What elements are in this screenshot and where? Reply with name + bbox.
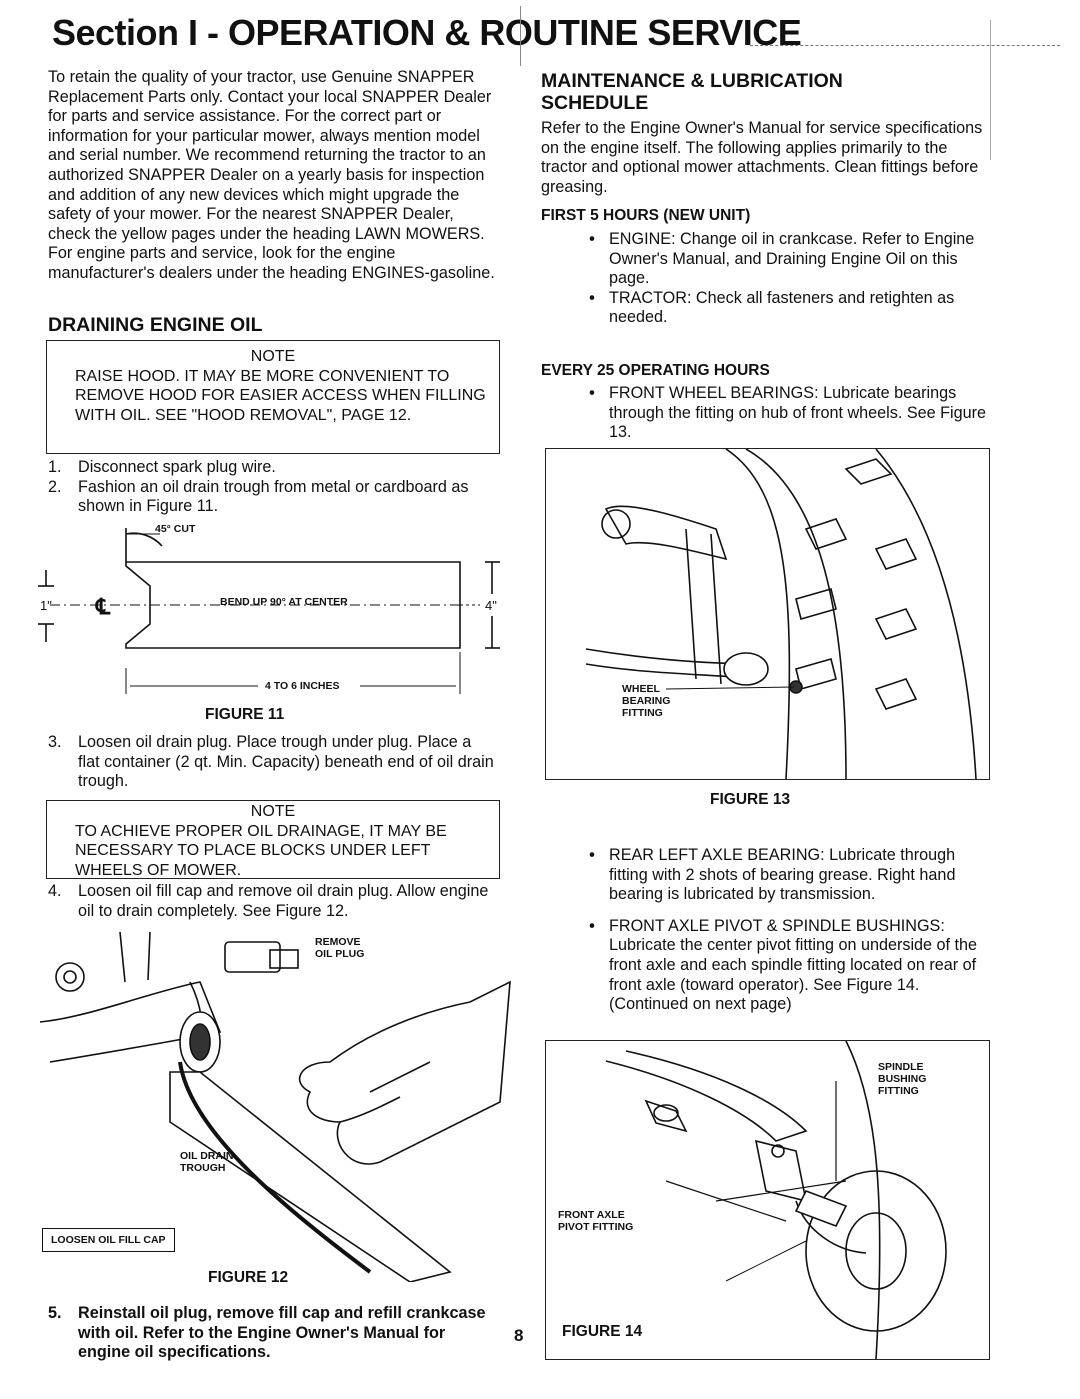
figure-13-caption: FIGURE 13: [710, 791, 791, 808]
list-item-text: TRACTOR: Check all fasteners and retight…: [609, 288, 955, 327]
note-title: NOTE: [250, 803, 296, 820]
step-number: 4.: [48, 882, 62, 900]
list-item: •REAR LEFT AXLE BEARING: Lubricate throu…: [575, 846, 995, 905]
page-number: 8: [514, 1326, 524, 1345]
figure-12-illustration: REMOVE OIL PLUG OIL DRAIN TROUGH LOOSEN …: [30, 922, 520, 1283]
fig13-bearing-label: WHEEL BEARING FITTING: [622, 683, 671, 719]
list-item-text: FRONT WHEEL BEARINGS: Lubricate bearings…: [609, 384, 987, 442]
draining-heading: DRAINING ENGINE OIL: [48, 314, 263, 336]
figure-13-box: WHEEL BEARING FITTING: [545, 448, 990, 780]
list-item: •FRONT WHEEL BEARINGS: Lubricate bearing…: [575, 384, 995, 443]
fig11-bend-label: BEND UP 90° AT CENTER: [220, 596, 348, 608]
maintenance-heading: MAINTENANCE & LUBRICATION SCHEDULE: [541, 70, 843, 114]
step-text: Disconnect spark plug wire.: [78, 458, 276, 476]
page-title: Section I - OPERATION & ROUTINE SERVICE: [52, 12, 802, 53]
first-5-hours-list: •ENGINE: Change oil in crankcase. Refer …: [575, 230, 995, 328]
fig11-width-label: 4 TO 6 INCHES: [265, 680, 340, 692]
list-item: •FRONT AXLE PIVOT & SPINDLE BUSHINGS: Lu…: [575, 917, 995, 1015]
step-text: Loosen oil drain plug. Place trough unde…: [78, 733, 494, 791]
step-text: Loosen oil fill cap and remove oil drain…: [78, 882, 489, 920]
fill-cap-label: LOOSEN OIL FILL CAP: [51, 1234, 166, 1246]
list-item-text: REAR LEFT AXLE BEARING: Lubricate throug…: [609, 846, 956, 904]
more-maintenance-list: •REAR LEFT AXLE BEARING: Lubricate throu…: [575, 846, 995, 1015]
right-edge-rule: [990, 20, 991, 160]
fig11-left-dim: 1": [40, 598, 52, 613]
centerline-symbol: ℄: [95, 594, 111, 619]
front-axle-drawing: [605, 1041, 947, 1359]
note-box-hood: NOTE RAISE HOOD. IT MAY BE MORE CONVENIE…: [46, 340, 500, 454]
note-title: NOTE: [250, 348, 296, 365]
step-4: 4. Loosen oil fill cap and remove oil dra…: [48, 882, 496, 921]
fig11-right-dim: 4": [485, 598, 497, 613]
step-number: 5.: [48, 1304, 62, 1322]
list-item: •ENGINE: Change oil in crankcase. Refer …: [575, 230, 995, 289]
center-rule: [520, 6, 521, 66]
list-item: •TRACTOR: Check all fasteners and retigh…: [575, 289, 995, 328]
fig12-trough-label: OIL DRAIN TROUGH: [180, 1150, 234, 1174]
figure-14-caption: FIGURE 14: [562, 1323, 643, 1340]
fig14-pivot-label: FRONT AXLE PIVOT FITTING: [558, 1209, 634, 1233]
first-5-hours-heading: FIRST 5 HOURS (NEW UNIT): [541, 207, 751, 224]
step-5: 5. Reinstall oil plug, remove fill cap an…: [48, 1304, 496, 1363]
fig14-spindle-label: SPINDLE BUSHING FITTING: [878, 1061, 927, 1097]
list-item-text: FRONT AXLE PIVOT & SPINDLE BUSHINGS: Lub…: [609, 916, 978, 1014]
trough-pattern-drawing: ℄: [38, 528, 500, 694]
maintenance-intro: Refer to the Engine Owner's Manual for s…: [541, 119, 983, 196]
intro-paragraph: To retain the quality of your tractor, u…: [48, 68, 495, 282]
step-3: 3. Loosen oil drain plug. Place trough un…: [48, 733, 496, 792]
list-item-text: ENGINE: Change oil in crankcase. Refer t…: [609, 230, 975, 288]
step-number: 3.: [48, 733, 62, 751]
fig11-cut-label: 45° CUT: [155, 523, 196, 535]
fig12-fill-cap-callout: LOOSEN OIL FILL CAP: [42, 1228, 175, 1252]
step-number: 1.: [48, 458, 62, 476]
oil-drain-drawing: [39, 931, 511, 1283]
wheel-bearing-drawing: [585, 449, 977, 779]
steps-1-2: 1. Disconnect spark plug wire. 2. Fashion …: [48, 458, 496, 517]
step-1: 1. Disconnect spark plug wire.: [48, 458, 496, 478]
step-number: 2.: [48, 477, 62, 496]
note-box-drainage: NOTE TO ACHIEVE PROPER OIL DRAINAGE, IT …: [46, 800, 500, 879]
fig12-remove-plug-label: REMOVE OIL PLUG: [315, 936, 365, 960]
step-text: Fashion an oil drain trough from metal o…: [78, 477, 469, 516]
every-25-hours-list: •FRONT WHEEL BEARINGS: Lubricate bearing…: [575, 384, 995, 443]
figure-12-caption: FIGURE 12: [208, 1269, 289, 1286]
every-25-hours-heading: EVERY 25 OPERATING HOURS: [541, 362, 770, 379]
title-rule: [750, 45, 1060, 46]
step-text: Reinstall oil plug, remove fill cap and …: [78, 1304, 486, 1362]
figure-14-box: SPINDLE BUSHING FITTING FRONT AXLE PIVOT…: [545, 1040, 990, 1360]
figure-11-diagram: ℄ 45° CUT BEND UP 90° AT CENTER 4 TO 6 I…: [30, 520, 510, 700]
note-body: TO ACHIEVE PROPER OIL DRAINAGE, IT MAY B…: [75, 822, 447, 879]
step-2: 2. Fashion an oil drain trough from metal…: [48, 478, 496, 517]
note-body: RAISE HOOD. IT MAY BE MORE CONVENIENT TO…: [75, 367, 486, 424]
figure-11-caption: FIGURE 11: [205, 706, 285, 723]
